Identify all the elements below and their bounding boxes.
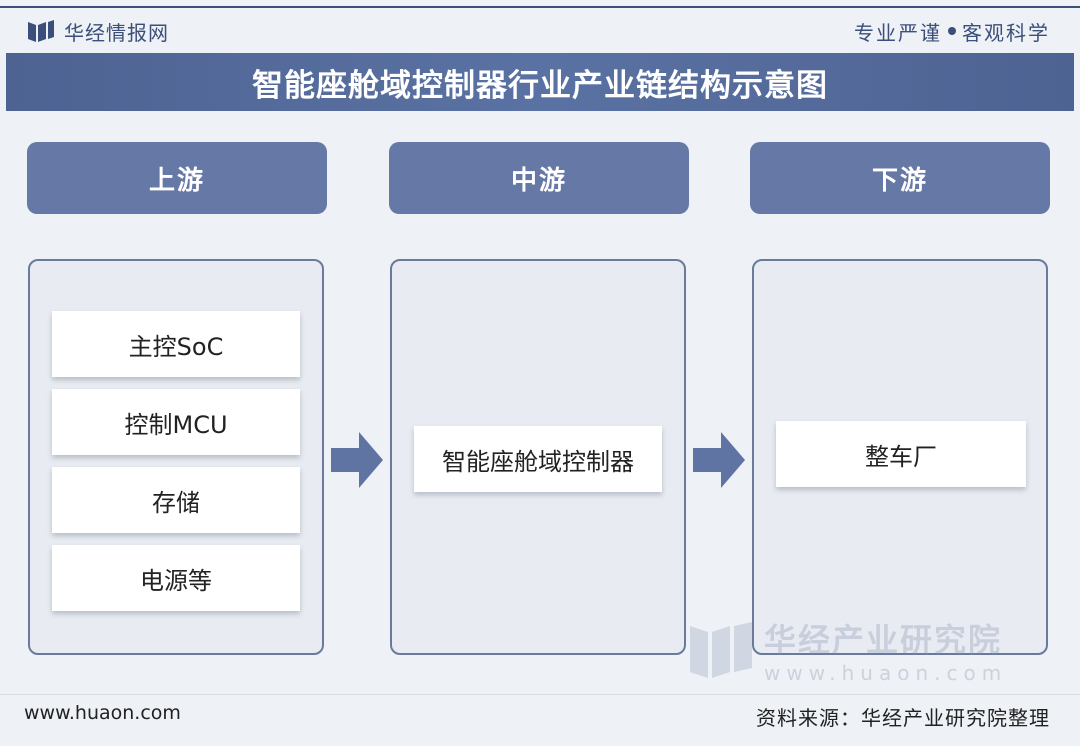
slogan-dot: [948, 27, 956, 35]
arrow-right-icon: [693, 432, 745, 488]
arrow-right-icon: [331, 432, 383, 488]
stage-midstream-header: 中游: [389, 142, 689, 214]
brand-name: 华经情报网: [64, 20, 169, 45]
title-bar: 智能座舱域控制器行业产业链结构示意图: [6, 53, 1074, 111]
brand: 华经情报网: [28, 16, 169, 46]
footer-website[interactable]: www.huaon.com: [24, 702, 181, 724]
downstream-panel: 整车厂: [752, 259, 1048, 655]
watermark-logo-icon: [690, 622, 752, 678]
stage-upstream-header: 上游: [27, 142, 327, 214]
upstream-panel: 主控SoC 控制MCU 存储 电源等: [28, 259, 324, 655]
downstream-item-oem: 整车厂: [776, 421, 1026, 487]
footer-source: 资料来源：华经产业研究院整理: [756, 706, 1050, 730]
stage-midstream-label: 中游: [510, 165, 567, 196]
diagram-title: 智能座舱域控制器行业产业链结构示意图: [252, 67, 828, 104]
upstream-item-power: 电源等: [52, 545, 300, 611]
footer-rule: [0, 694, 1080, 695]
slogan-right: 客观科学: [962, 20, 1050, 45]
slogan-left: 专业严谨: [854, 20, 942, 45]
upstream-item-storage: 存储: [52, 467, 300, 533]
midstream-item-controller: 智能座舱域控制器: [414, 426, 662, 492]
watermark-url: www.huaon.com: [764, 661, 1008, 685]
upstream-item-soc: 主控SoC: [52, 311, 300, 377]
slogan: 专业严谨 客观科学: [854, 16, 1050, 46]
watermark-name: 华经产业研究院: [764, 621, 1003, 659]
stage-downstream-header: 下游: [750, 142, 1050, 214]
stage-upstream-label: 上游: [148, 165, 205, 196]
stage-downstream-label: 下游: [871, 165, 928, 196]
midstream-panel: 智能座舱域控制器: [390, 259, 686, 655]
upstream-item-mcu: 控制MCU: [52, 389, 300, 455]
watermark: 华经产业研究院 www.huaon.com: [690, 618, 1008, 685]
brand-logo-icon: [28, 20, 54, 42]
top-rule: [0, 6, 1080, 8]
